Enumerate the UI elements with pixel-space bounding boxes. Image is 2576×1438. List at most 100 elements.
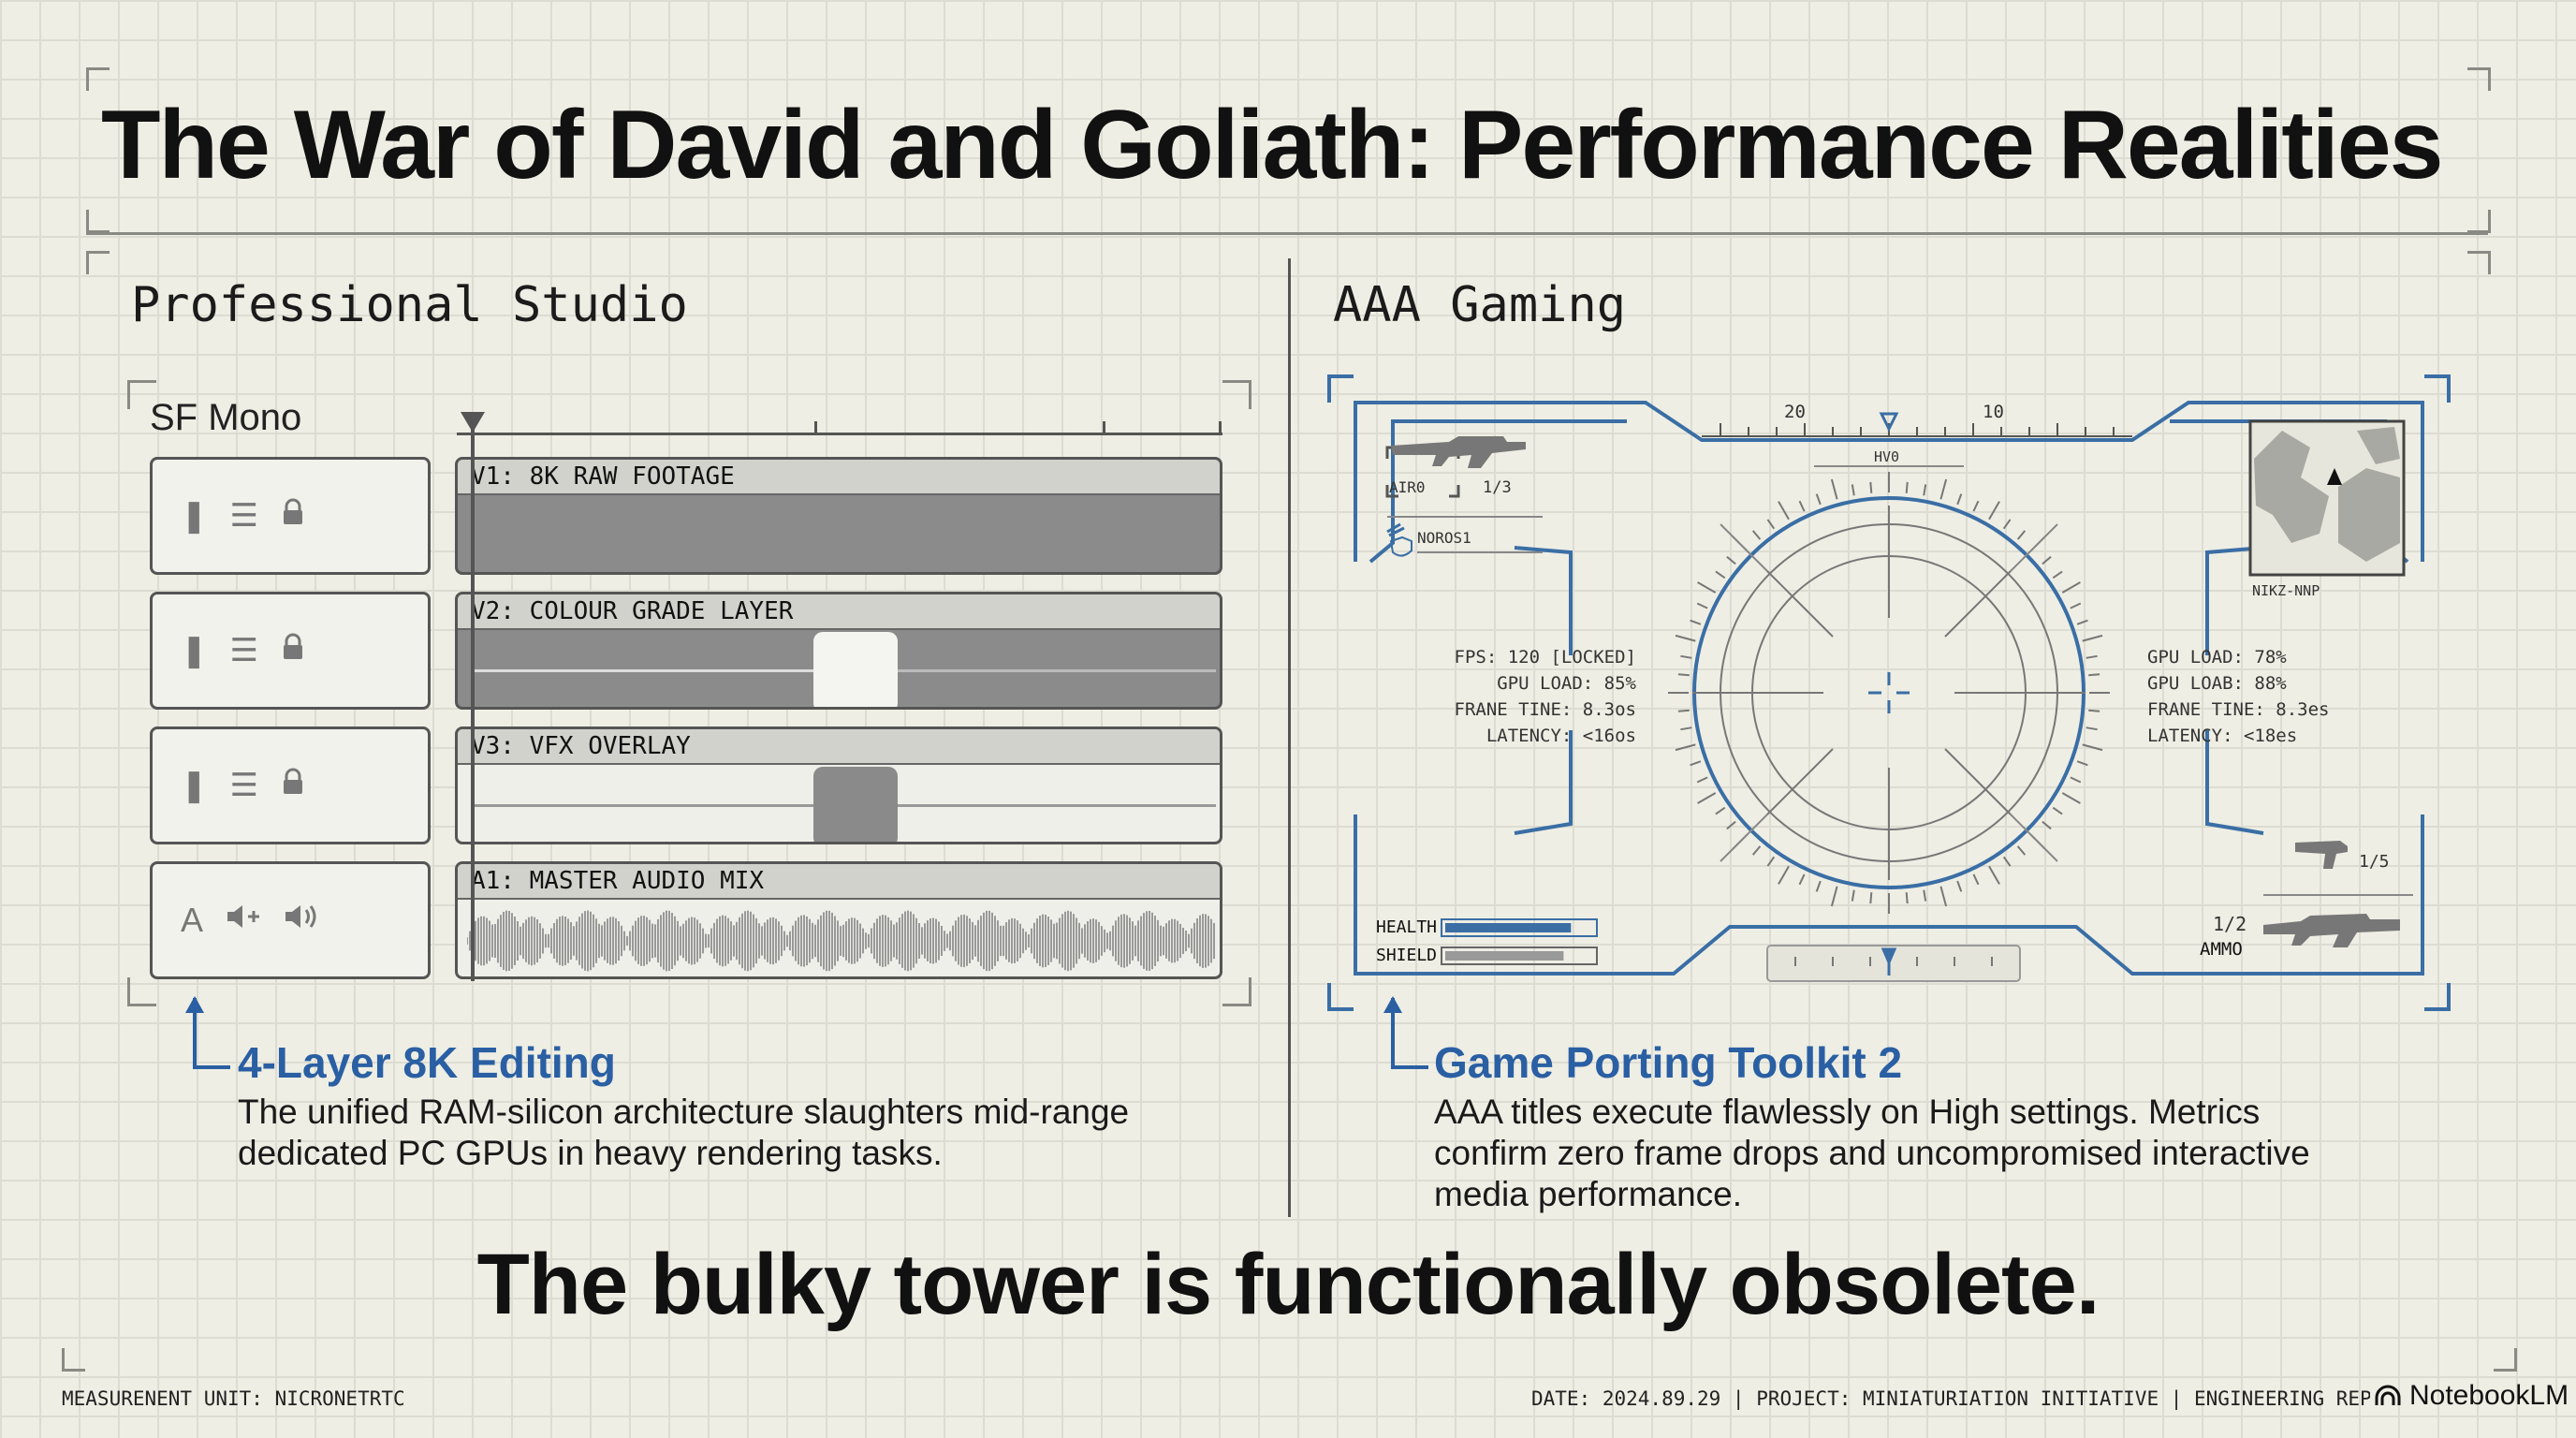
compass-marker-icon [1879,412,1899,433]
clip-label: V2: COLOUR GRADE LAYER [458,594,1220,630]
timeline-ruler [457,433,1222,435]
clip-v1[interactable]: V1: 8K RAW FOOTAGE [455,457,1222,575]
audio-waveform [467,910,1215,972]
notebooklm-logo-icon [2375,1385,2401,1405]
bottom-right-weapons: 1/5 1/2 AMMO [2200,841,2413,960]
clip-v2[interactable]: V2: COLOUR GRADE LAYER [455,592,1222,710]
pistol-icon [2295,841,2348,869]
brand-name: NotebookLM [2409,1380,2569,1411]
menu-icon[interactable]: ☰ [229,633,258,668]
frame-corner [2494,1348,2517,1372]
frame-corner [86,67,110,91]
brand-badge: NotebookLM [2374,1380,2569,1412]
track-controls-a1: A [150,861,431,979]
editor-label: SF Mono [150,397,302,438]
stat-line: FRANE TINE: 8.3os [1455,699,1636,720]
footer-right: DATE: 2024.89.29 | PROJECT: MINIATURIATI… [1531,1387,2370,1410]
stat-line: LATENCY: <18es [2147,726,2297,746]
signal-icon [1386,522,1405,537]
shield-bar [1441,946,1598,965]
lock-icon[interactable] [281,498,305,535]
player-tag: NOROS1 [1417,529,1471,547]
compass-left-label: 20 [1784,402,1806,422]
clip-v3[interactable]: V3: VFX OVERLAY [455,726,1222,844]
callout-arrow-icon [1383,996,1428,1069]
editor-corner [1222,380,1251,409]
pause-icon[interactable]: ❚ [181,768,208,803]
shield-bar-fill [1445,951,1564,961]
title-divider [86,232,2488,235]
frame-corner [2467,67,2491,91]
frame-corner [2467,210,2491,233]
conclusion-headline: The bulky tower is functionally obsolete… [476,1237,2100,1332]
left-panel-title: Professional Studio [131,277,688,333]
stat-line: GPU LOAD: 78% [2147,647,2287,668]
editor-corner [127,977,156,1006]
compass-sub-label: HV0 [1874,448,1899,465]
lock-icon[interactable] [281,633,305,669]
playhead-icon[interactable] [461,412,485,433]
track-controls-v2: ❚ ☰ [150,592,431,710]
keyframe-line [471,804,827,807]
player-marker-icon [2327,468,2342,485]
compass-right-label: 10 [1983,402,2004,422]
track-controls-v3: ❚ ☰ [150,726,431,844]
feature-title-gaming: Game Porting Toolkit 2 [1434,1038,1903,1087]
top-left-weapon: AIR0 1/3 NOROS1 [1385,436,1543,557]
volume-icon[interactable] [284,902,323,940]
menu-icon[interactable]: ☰ [229,498,258,534]
feature-desc-gaming: AAA titles execute flawlessly on High se… [1434,1093,2310,1213]
frame-corner [62,1348,85,1372]
lock-icon[interactable] [281,768,305,804]
health-bar [1441,918,1598,937]
menu-icon[interactable]: ☰ [229,768,258,803]
ruler-tick [1219,421,1222,434]
shield-icon [1389,536,1412,557]
keyframe-handle[interactable] [813,632,898,707]
compass: 20 10 HV0 [1702,402,2132,467]
pause-icon[interactable]: ❚ [181,498,208,534]
clip-label: A1: MASTER AUDIO MIX [458,864,1220,900]
health-shield: HEALTH SHIELD [1376,917,1598,965]
heading-marker-icon [1881,947,1897,976]
keyframe-handle[interactable] [813,767,898,842]
weapon-label: AIR0 [1389,478,1426,496]
game-hud: 20 10 HV0 AIR0 1/3 NOROS1 NIKZ-NNP FPS: [1327,374,2451,1011]
stats-left: FPS: 120 [LOCKED] GPU LOAD: 85% FRANE TI… [1455,647,1637,746]
right-panel-title: AAA Gaming [1333,277,1627,333]
stat-line: GPU LOAD: 85% [1497,673,1636,694]
frame-corner [2467,251,2491,274]
crosshair-reticle [1668,472,2110,914]
playhead-line[interactable] [471,427,475,981]
frame-corner [86,251,110,274]
rifle-icon [1391,436,1526,468]
stats-right: GPU LOAD: 78% GPU LOAB: 88% FRANE TINE: … [2147,647,2329,746]
rifle-ammo: 1/2 [2213,913,2247,935]
panel-divider [1288,258,1291,1217]
track-controls-v1: ❚ ☰ [150,457,431,575]
keyframe-line [898,804,1216,807]
feature-title-editing: 4-Layer 8K Editing [238,1038,616,1087]
font-a-icon[interactable]: A [181,901,204,939]
bottom-indicator [1766,945,2021,982]
minimap: NIKZ-NNP [2248,419,2406,599]
stat-line: GPU LOAB: 88% [2147,673,2287,694]
hud-frame [1327,374,2451,1011]
minimap-label: NIKZ-NNP [2252,582,2320,599]
frame-corner [86,210,110,233]
keyframe-line [471,669,827,672]
clip-label: V3: VFX OVERLAY [458,729,1220,765]
feature-desc-editing: The unified RAM-silicon architecture sla… [238,1093,1130,1172]
weapon-ammo: 1/3 [1483,478,1512,497]
rifle-icon [2263,914,2400,947]
clip-a1[interactable]: A1: MASTER AUDIO MIX [455,861,1222,979]
shield-label: SHIELD [1376,946,1437,965]
footer-left: MEASURENENT UNIT: NICRONETRTC [62,1387,405,1410]
waveform-bars [467,910,1215,972]
ruler-tick [1103,421,1105,434]
keyframe-line [898,669,1216,672]
volume-add-icon[interactable] [226,902,261,939]
stat-line: FRANE TINE: 8.3es [2147,699,2329,720]
pause-icon[interactable]: ❚ [181,633,208,668]
clip-label: V1: 8K RAW FOOTAGE [458,460,1220,495]
